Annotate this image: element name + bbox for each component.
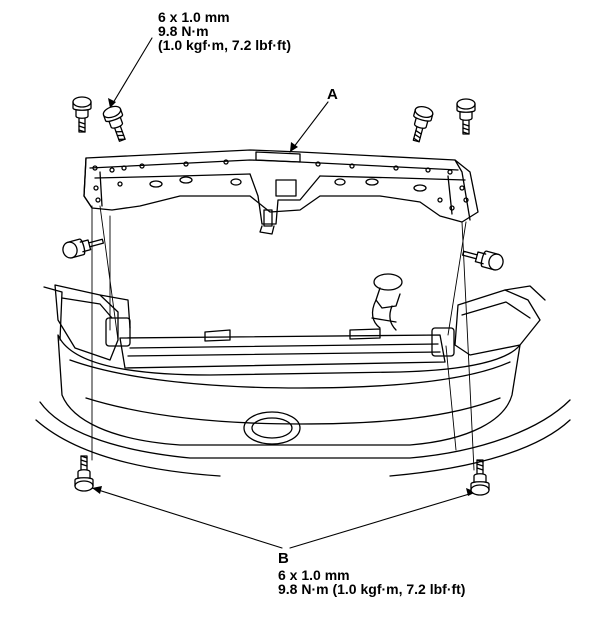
top-bolt-torque-nm: 9.8 N·m <box>158 23 209 39</box>
radiator-hose <box>371 273 403 331</box>
top-bolt-torque-alt: (1.0 kgf·m, 7.2 lbf·ft) <box>158 37 292 53</box>
front-bumper <box>35 334 571 477</box>
emblem-oval <box>243 411 301 445</box>
bolt-side-right <box>460 244 506 273</box>
bottom-bolt-size: 6 x 1.0 mm <box>278 567 350 583</box>
bolt-top-right-2 <box>456 98 476 135</box>
alignment-guide-lines <box>91 205 475 471</box>
leader-lines <box>91 37 477 549</box>
bottom-bolt-torque: 9.8 N·m (1.0 kgf·m, 7.2 lbf·ft) <box>278 581 466 597</box>
left-fender <box>43 284 131 361</box>
bolt-top-right-1 <box>406 104 435 144</box>
top-bolt-spec: 6 x 1.0 mm 9.8 N·m (1.0 kgf·m, 7.2 lbf·f… <box>158 10 291 52</box>
bolt-side-left <box>60 232 106 261</box>
bolt-b-left <box>74 455 94 492</box>
top-bolt-size: 6 x 1.0 mm <box>158 9 230 25</box>
bottom-bolt-spec: 6 x 1.0 mm 9.8 N·m (1.0 kgf·m, 7.2 lbf·f… <box>278 568 465 596</box>
radiator-lower-frame <box>119 328 446 369</box>
callout-label-a: A <box>327 86 338 103</box>
callout-label-b: B <box>278 550 289 567</box>
bolt-top-left-1 <box>72 96 92 133</box>
bolt-top-left-2 <box>101 103 132 144</box>
latch-clip <box>259 225 275 235</box>
upper-radiator-support <box>83 149 479 227</box>
right-fender <box>431 285 546 357</box>
